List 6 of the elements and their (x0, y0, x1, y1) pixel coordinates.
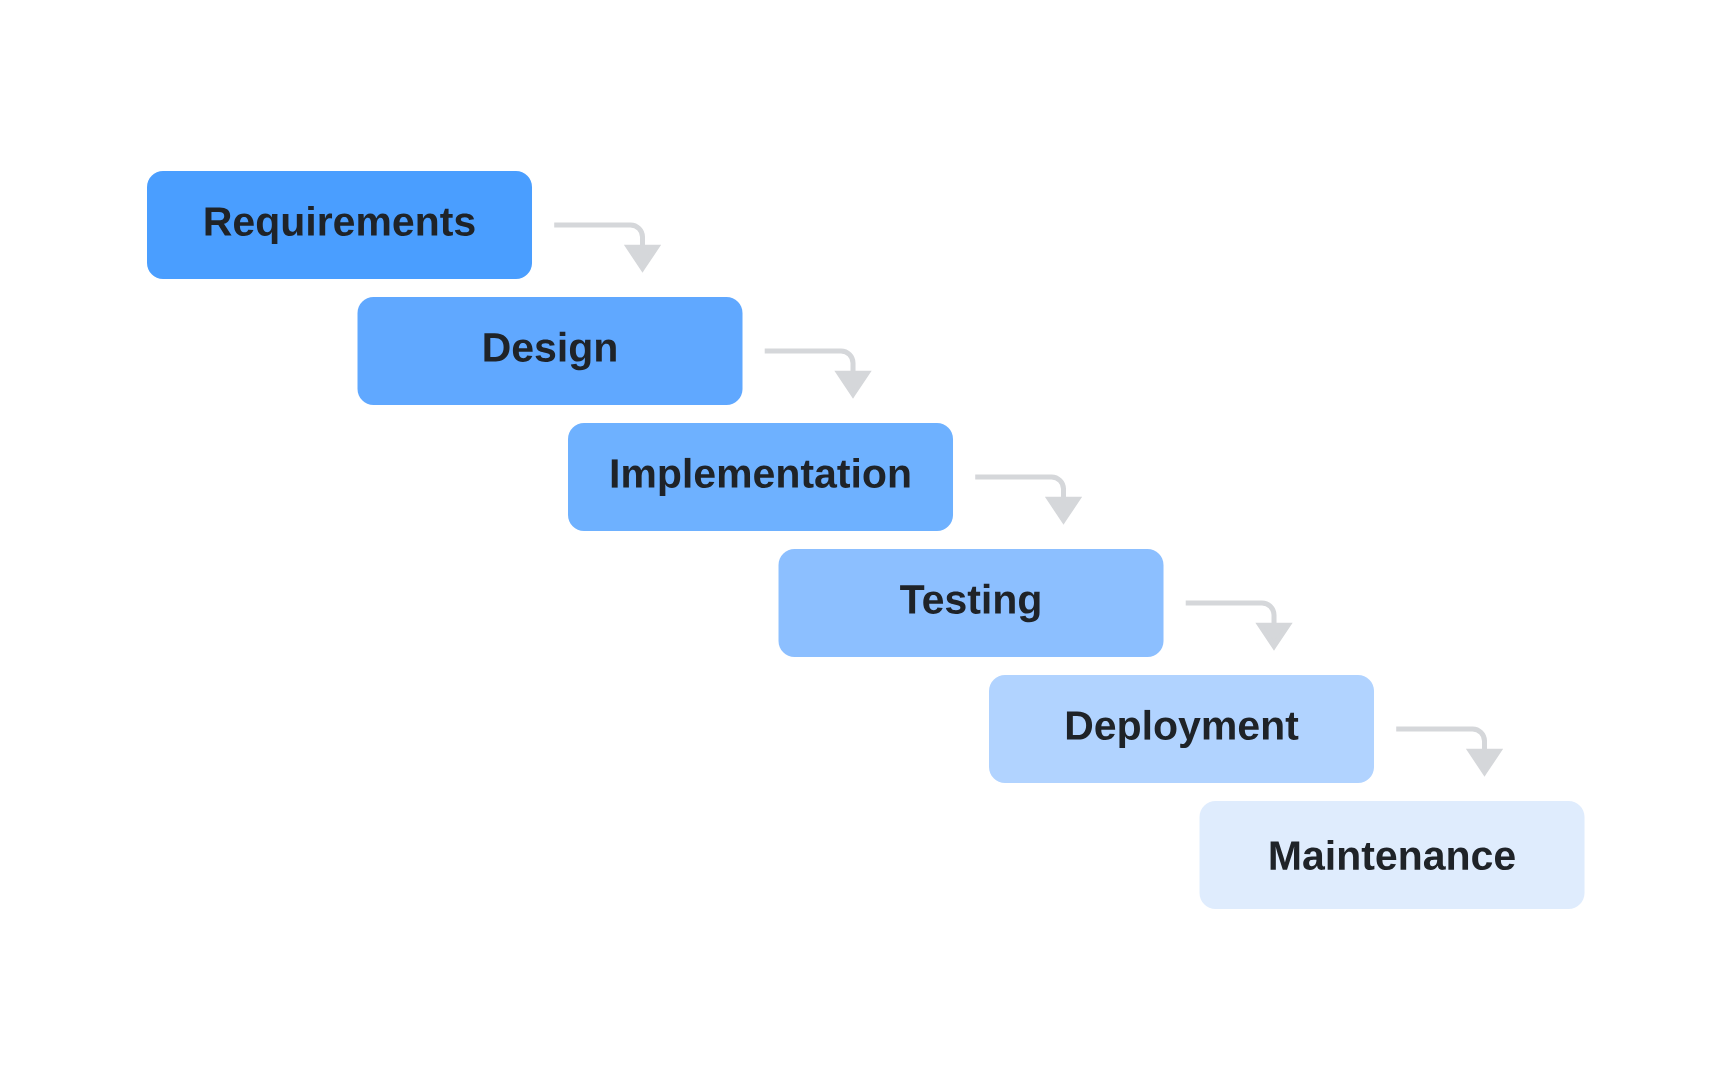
stage-box: Maintenance (1199, 801, 1585, 909)
stage-box: Implementation (568, 423, 953, 531)
stage-box: Deployment (989, 675, 1374, 783)
stage-box: Testing (778, 549, 1164, 657)
stage-box: Design (357, 297, 743, 405)
stage-box: Requirements (147, 171, 532, 279)
